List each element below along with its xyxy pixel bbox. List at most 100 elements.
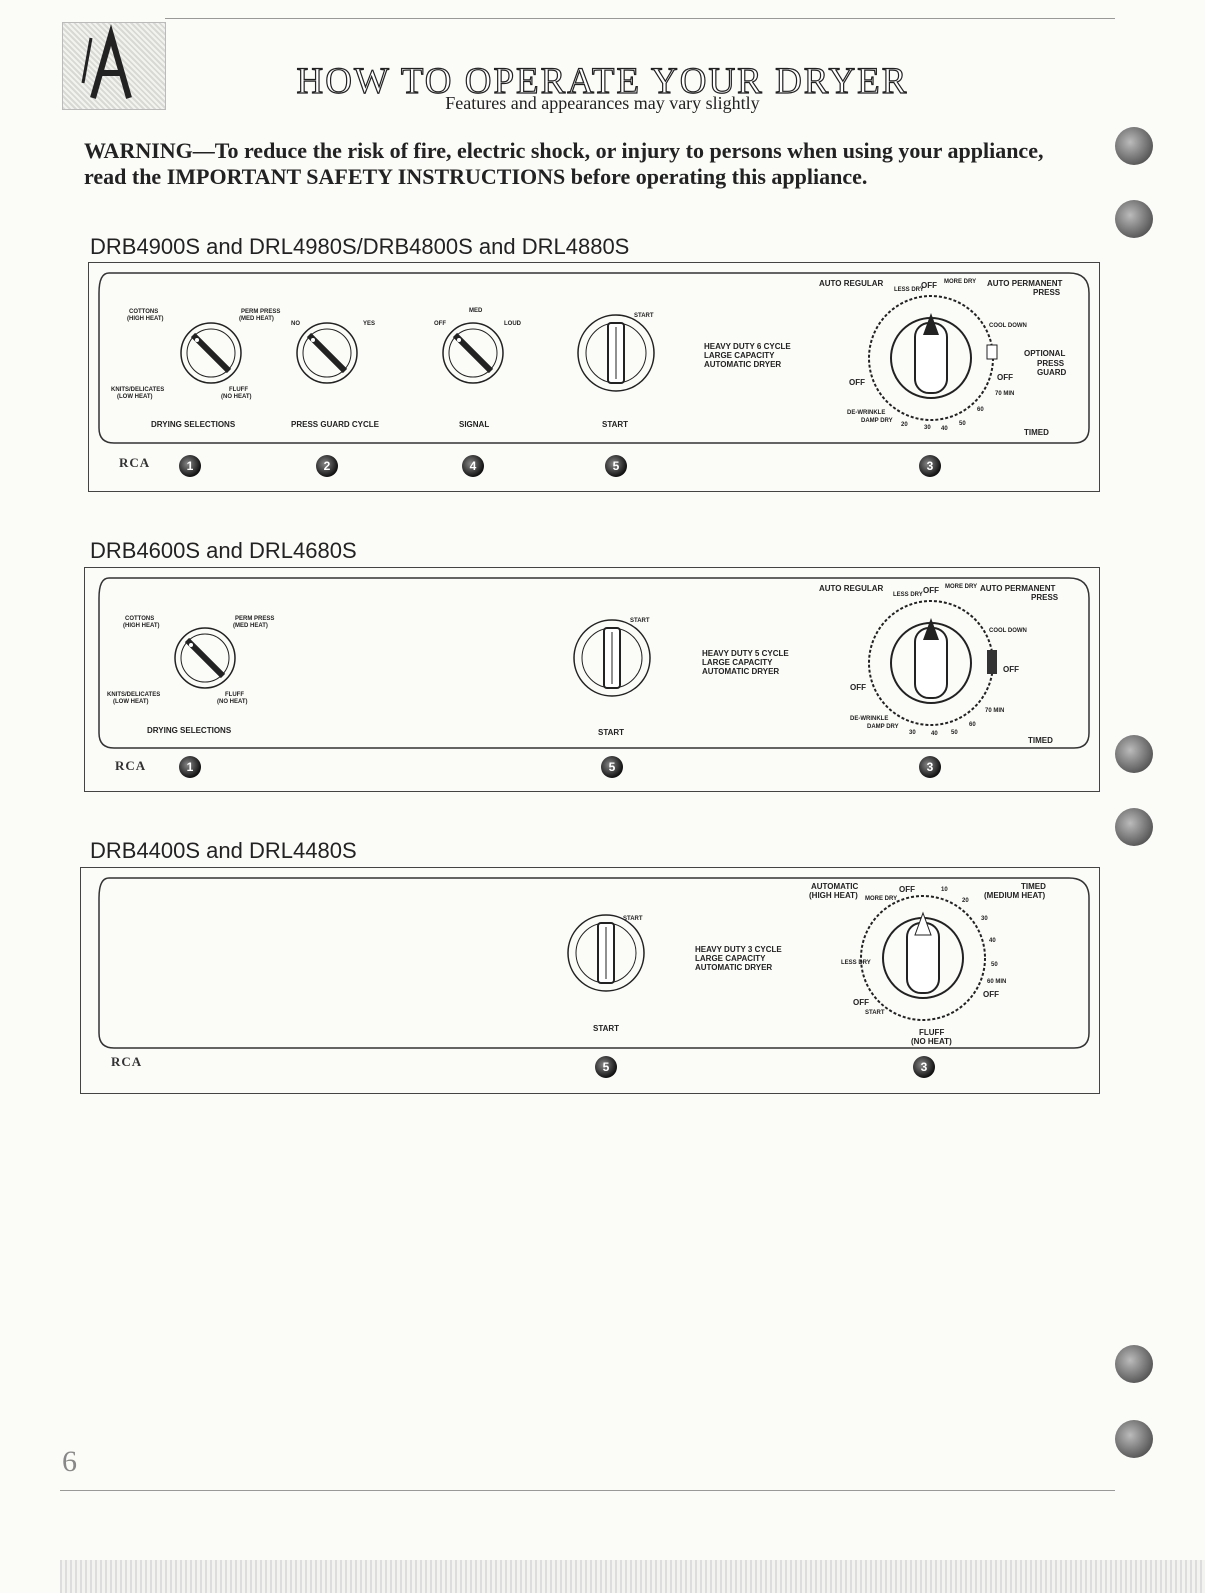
timer-timed: TIMED <box>1028 736 1053 745</box>
press-guard-knob[interactable] <box>296 322 358 384</box>
timer-automatic: AUTOMATIC <box>811 882 859 891</box>
timer-auto-perm: AUTO PERMANENT <box>980 584 1056 593</box>
control-panel-3: START START HEAVY DUTY 3 CYCLE LARGE CAP… <box>80 867 1100 1094</box>
timer-high-heat: (HIGH HEAT) <box>809 891 858 900</box>
binder-hole-icon <box>1115 1345 1153 1383</box>
start-knob[interactable] <box>567 914 645 992</box>
callout-3: 3 <box>913 1056 935 1078</box>
binder-hole-icon <box>1115 735 1153 773</box>
drying-selections-knob[interactable] <box>174 627 236 689</box>
sel-knits-heat: (LOW HEAT) <box>117 394 153 400</box>
timer-30: 30 <box>924 425 931 431</box>
timer-timed: TIMED <box>1021 882 1046 891</box>
bottom-rule <box>60 1490 1115 1491</box>
callout-5: 5 <box>601 756 623 778</box>
panel-3-heading: DRB4400S and DRL4480S <box>90 838 357 863</box>
timer-less-dry: LESS DRY <box>841 960 871 966</box>
control-panel-1: COTTONS (HIGH HEAT) PERM PRESS (MED HEAT… <box>88 262 1100 492</box>
sel-cottons: COTTONS <box>125 616 155 622</box>
signal-loud: LOUD <box>504 321 521 327</box>
timer-less-dry-top: LESS DRY <box>893 592 923 598</box>
callout-1: 1 <box>179 455 201 477</box>
drying-selections-knob[interactable] <box>180 322 242 384</box>
sel-perm: PERM PRESS <box>235 616 275 622</box>
timer-off-top: OFF <box>899 885 915 894</box>
timer-dial[interactable] <box>868 600 997 726</box>
callout-1: 1 <box>179 756 201 778</box>
signal-knob[interactable] <box>442 322 504 384</box>
drying-selections-label: DRYING SELECTIONS <box>151 420 236 429</box>
start-top: START <box>634 313 654 319</box>
start-top: START <box>623 916 643 922</box>
timer-dewrinkle: DE-WRINKLE <box>850 716 889 722</box>
sel-perm-heat: (MED HEAT) <box>239 316 274 322</box>
timer-more-dry-top: MORE DRY <box>945 584 978 590</box>
sel-fluff-heat: (NO HEAT) <box>221 394 252 400</box>
signal-label: SIGNAL <box>459 420 490 429</box>
panel-1-heading: DRB4900S and DRL4980S/DRB4800S and DRL48… <box>90 234 630 259</box>
drying-selections-label: DRYING SELECTIONS <box>147 726 232 735</box>
page-title: HOW TO OPERATE YOUR DRYER <box>296 60 909 102</box>
timer-off-top: OFF <box>921 281 937 290</box>
timer-fluff: FLUFF <box>919 1028 945 1037</box>
signal-off: OFF <box>434 321 446 327</box>
timer-off-right: OFF <box>997 373 1013 382</box>
timer-off-left: OFF <box>849 378 865 387</box>
timer-50: 50 <box>951 730 958 736</box>
sel-fluff-heat: (NO HEAT) <box>217 699 248 705</box>
timer-auto-regular: AUTO REGULAR <box>819 279 884 288</box>
timer-20: 20 <box>901 422 908 428</box>
timer-medium-heat: (MEDIUM HEAT) <box>984 891 1046 900</box>
timer-off-right: OFF <box>983 990 999 999</box>
sel-fluff: FLUFF <box>225 692 244 698</box>
timer-auto-perm: AUTO PERMANENT <box>987 279 1063 288</box>
timer-50: 50 <box>991 962 998 968</box>
rca-logo: RCA <box>115 758 147 773</box>
model-line-2: LARGE CAPACITY <box>702 658 773 667</box>
rca-logo: RCA <box>119 455 151 470</box>
control-panel-2: COTTONS (HIGH HEAT) PERM PRESS (MED HEAT… <box>84 567 1100 792</box>
timer-off-left: OFF <box>850 683 866 692</box>
panel-2-heading: DRB4600S and DRL4680S <box>90 538 357 563</box>
timer-off-top: OFF <box>923 586 939 595</box>
timer-60: 60 <box>969 722 976 728</box>
callout-3: 3 <box>919 455 941 477</box>
start-knob[interactable] <box>577 314 655 392</box>
sel-cottons-heat: (HIGH HEAT) <box>123 623 160 629</box>
timer-more-dry-top: MORE DRY <box>944 279 977 285</box>
timer-no-heat: (NO HEAT) <box>911 1037 952 1046</box>
timer-damp-dry: DAMP DRY <box>861 418 893 424</box>
timer-30: 30 <box>909 730 916 736</box>
timer-less-dry-top: LESS DRY <box>894 287 924 293</box>
timer-60: 60 <box>977 407 984 413</box>
sel-perm: PERM PRESS <box>241 309 281 315</box>
timer-press-2: PRESS <box>1037 359 1065 368</box>
timer-optional: OPTIONAL <box>1024 349 1066 358</box>
safety-warning: WARNING—To reduce the risk of fire, elec… <box>84 138 1044 189</box>
timer-damp-dry: DAMP DRY <box>867 724 899 730</box>
binder-hole-icon <box>1115 808 1153 846</box>
timer-dial[interactable] <box>860 895 986 1021</box>
start-top: START <box>630 618 650 624</box>
timer-40: 40 <box>989 938 996 944</box>
sel-knits: KNITS/DELICATES <box>111 387 165 393</box>
timer-70min: 70 MIN <box>985 708 1005 714</box>
sel-knits-heat: (LOW HEAT) <box>113 699 149 705</box>
timer-20: 20 <box>962 898 969 904</box>
timer-more-dry: MORE DRY <box>865 896 898 902</box>
start-label: START <box>593 1024 620 1033</box>
binder-hole-icon <box>1115 127 1153 165</box>
start-knob[interactable] <box>573 619 651 697</box>
binder-hole-icon <box>1115 200 1153 238</box>
model-line-1: HEAVY DUTY 5 CYCLE <box>702 649 789 658</box>
sel-cottons: COTTONS <box>129 309 159 315</box>
timer-dial[interactable] <box>868 295 998 421</box>
timer-off-left: OFF <box>853 998 869 1007</box>
press-guard-no: NO <box>291 321 300 327</box>
timer-40: 40 <box>941 426 948 432</box>
timer-40: 40 <box>931 731 938 737</box>
model-line-3: AUTOMATIC DRYER <box>695 963 773 972</box>
manual-logo-icon <box>62 22 166 110</box>
sel-knits: KNITS/DELICATES <box>107 692 161 698</box>
model-line-3: AUTOMATIC DRYER <box>702 667 780 676</box>
